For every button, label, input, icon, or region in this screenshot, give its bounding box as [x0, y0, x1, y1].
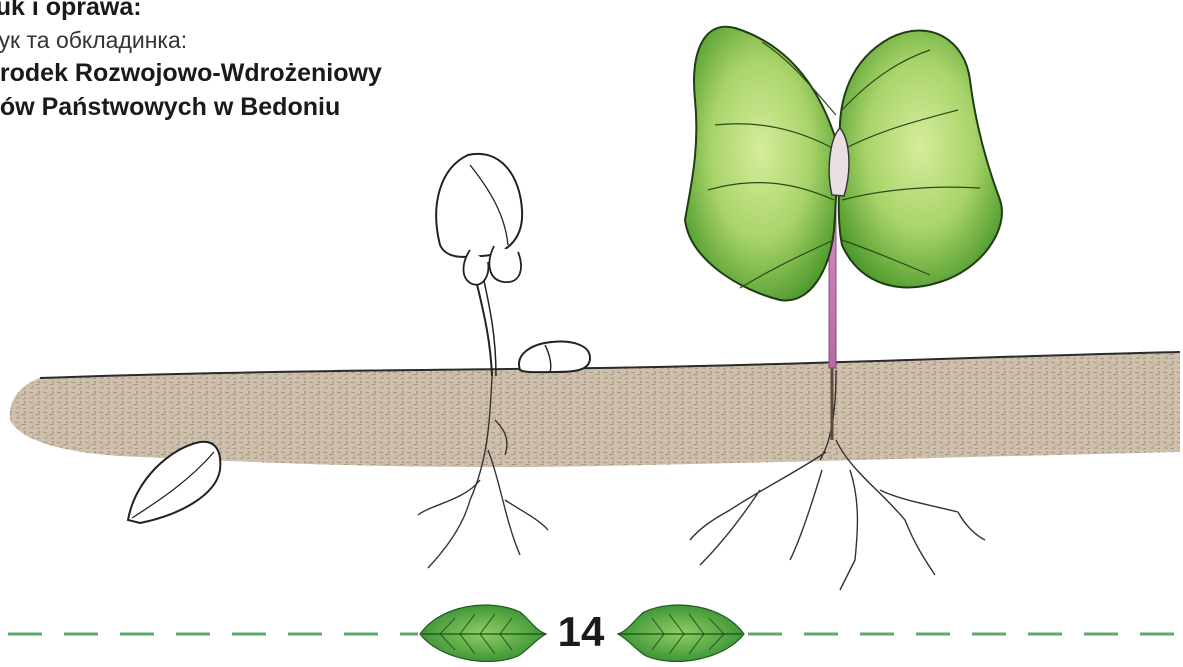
seed-coat — [519, 342, 590, 373]
young-seedling — [685, 27, 1002, 590]
leaf-icon-right — [618, 605, 744, 661]
credits-block: ruk i oprawa: рук та обкладинка: środek … — [0, 0, 382, 124]
credits-heading-pl: ruk i oprawa: — [0, 0, 382, 24]
credits-org-line2: sów Państwowych w Bedoniu — [0, 90, 382, 124]
page-number: 14 — [551, 608, 611, 656]
credits-org-line1: środek Rozwojowo-Wdrożeniowy — [0, 56, 382, 90]
credits-heading-uk: рук та обкладинка: — [0, 24, 382, 56]
leaf-icon-left — [420, 605, 546, 661]
